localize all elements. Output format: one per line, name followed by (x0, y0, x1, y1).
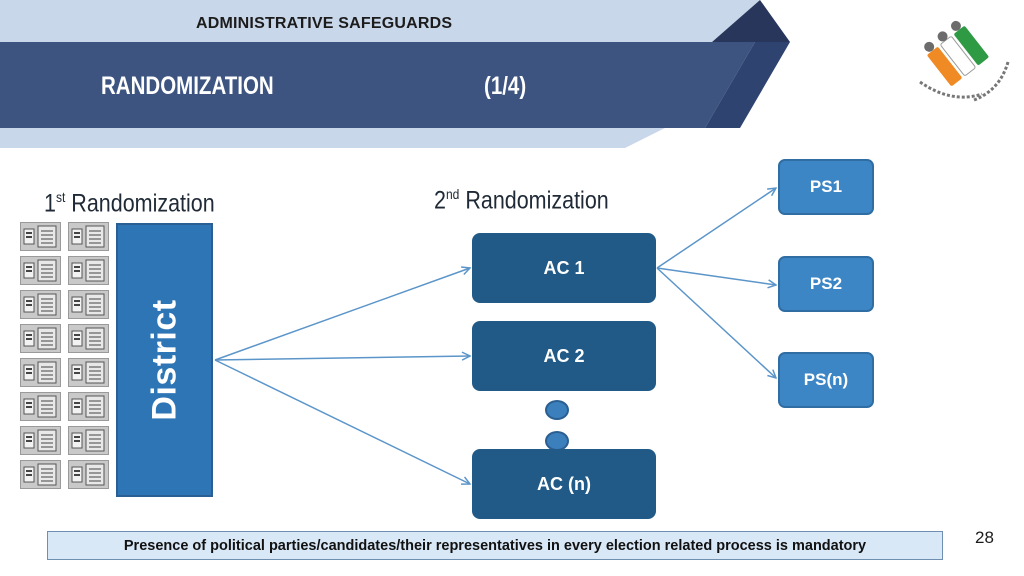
ac-box: AC (n) (472, 449, 656, 519)
district-box: District (116, 223, 213, 497)
arrow-district-acn (214, 359, 470, 484)
ps-box: PS1 (778, 159, 874, 215)
voting-machine-icon (68, 392, 109, 421)
ac-box: AC 1 (472, 233, 656, 303)
arrow-ac1-ps2 (656, 267, 776, 285)
arrow-ac1-ps1 (656, 188, 776, 269)
voting-machine-icon (20, 324, 61, 353)
voting-machine-icon (68, 290, 109, 319)
voting-machine-icon (68, 324, 109, 353)
second-randomization-label: 2nd Randomization (434, 186, 609, 215)
mandatory-note: Presence of political parties/candidates… (47, 531, 943, 560)
voting-machine-icon (68, 256, 109, 285)
arrow-district-ac2 (214, 356, 470, 360)
voting-machine-icon (68, 426, 109, 455)
voting-machine-icon (20, 290, 61, 319)
page-number: 28 (975, 528, 994, 547)
ac-label: AC 1 (543, 257, 585, 278)
voting-machine-icon (20, 392, 61, 421)
slide-subtitle: RANDOMIZATION (101, 72, 274, 100)
ps-label: PS(n) (803, 370, 849, 389)
first-randomization-label: 1st Randomization (44, 189, 215, 218)
voting-machine-icon (20, 358, 61, 387)
ac-label: AC 2 (543, 345, 585, 366)
voting-machine-icon (20, 256, 61, 285)
ps-box: PS2 (778, 256, 874, 312)
election-commission-logo-icon (919, 20, 1010, 102)
evm-grid (20, 222, 112, 490)
voting-machine-icon (20, 222, 61, 251)
voting-machine-icon (68, 460, 109, 489)
ps-label: PS2 (809, 274, 843, 293)
ellipsis-dot (545, 400, 569, 420)
arrow-district-ac1 (214, 268, 470, 361)
ps-label: PS1 (809, 177, 843, 196)
ac-box: AC 2 (472, 321, 656, 391)
header-banner (0, 0, 790, 148)
voting-machine-icon (68, 358, 109, 387)
ps-box: PS(n) (778, 352, 874, 408)
page-indicator: (1/4) (484, 72, 527, 100)
ac-label: AC (n) (537, 473, 591, 494)
arrow-ac1-psn (656, 267, 776, 378)
voting-machine-icon (68, 222, 109, 251)
voting-machine-icon (20, 460, 61, 489)
voting-machine-icon (20, 426, 61, 455)
ellipsis-dot (545, 431, 569, 451)
header-title: ADMINISTRATIVE SAFEGUARDS (196, 15, 453, 32)
